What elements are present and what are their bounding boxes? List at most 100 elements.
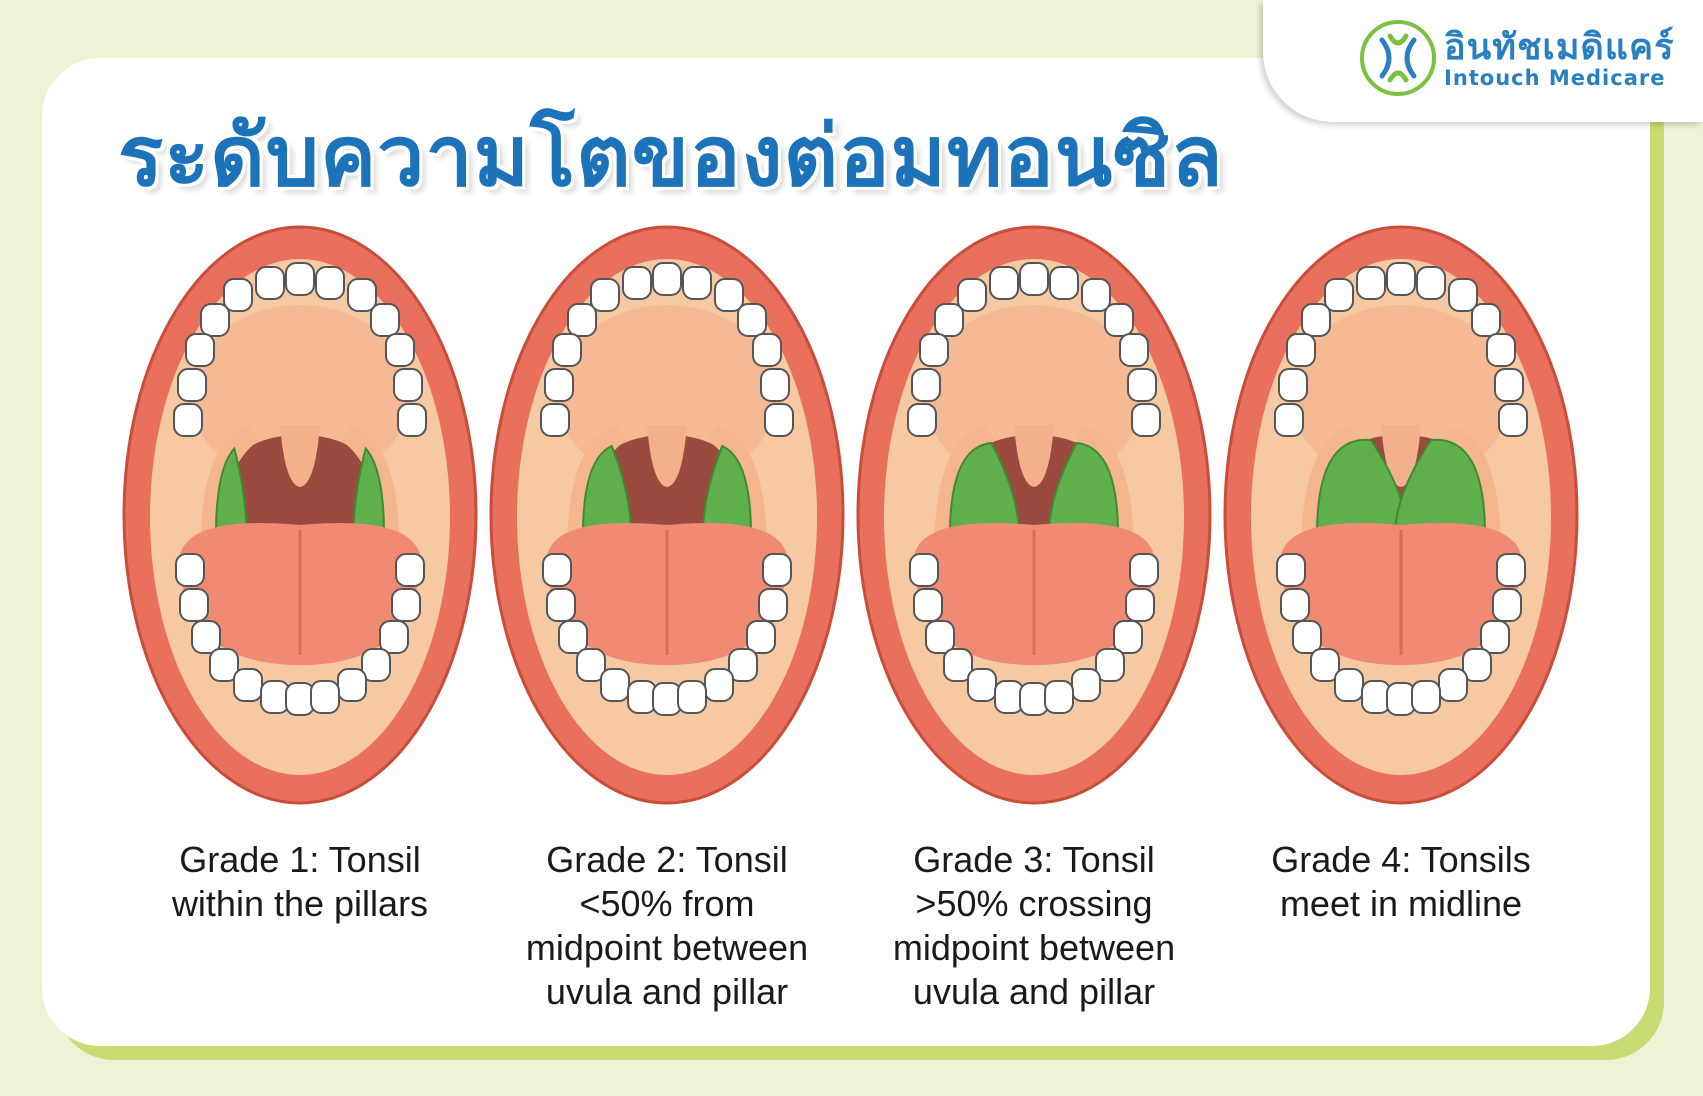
tooth	[1362, 681, 1390, 713]
tooth	[547, 589, 575, 621]
tooth	[761, 369, 789, 401]
tooth	[765, 404, 793, 436]
tooth	[180, 589, 208, 621]
caption-line: midpoint between	[487, 926, 847, 970]
tooth	[1281, 589, 1309, 621]
tooth	[261, 681, 289, 713]
tooth	[1275, 404, 1303, 436]
mouth-diagram-grade-3	[854, 225, 1214, 815]
tooth	[338, 669, 366, 701]
caption-line: Grade 2: Tonsil	[487, 838, 847, 882]
caption-line: uvula and pillar	[487, 970, 847, 1014]
tooth	[371, 304, 399, 336]
tooth	[380, 621, 408, 653]
tooth	[1287, 334, 1315, 366]
tooth	[559, 621, 587, 653]
tooth	[1128, 369, 1156, 401]
tooth	[747, 621, 775, 653]
mouth-illustration	[1221, 225, 1581, 815]
tooth	[1020, 683, 1048, 715]
grade-caption-1: Grade 1: Tonsilwithin the pillars	[120, 838, 480, 926]
tooth	[1387, 263, 1415, 295]
tooth	[935, 304, 963, 336]
tooth	[1412, 681, 1440, 713]
tooth	[591, 279, 619, 311]
tooth	[256, 267, 284, 299]
tooth	[958, 279, 986, 311]
tooth	[914, 589, 942, 621]
tooth	[348, 279, 376, 311]
tooth	[1293, 621, 1321, 653]
mouth-illustration	[854, 225, 1214, 815]
tooth	[1325, 279, 1353, 311]
tooth	[398, 404, 426, 436]
tooth	[396, 554, 424, 586]
tooth	[1120, 334, 1148, 366]
tooth	[316, 267, 344, 299]
tooth	[1387, 683, 1415, 715]
tooth	[1493, 589, 1521, 621]
mouth-diagram-grade-2	[487, 225, 847, 815]
tooth	[1487, 334, 1515, 366]
tooth	[1497, 554, 1525, 586]
tooth	[1130, 554, 1158, 586]
tooth	[541, 404, 569, 436]
tooth	[1045, 681, 1073, 713]
tooth	[286, 683, 314, 715]
tooth	[1114, 621, 1142, 653]
tooth	[678, 681, 706, 713]
caption-line: >50% crossing	[854, 882, 1214, 926]
caption-line: uvula and pillar	[854, 970, 1214, 1014]
tooth	[1449, 279, 1477, 311]
tooth	[653, 263, 681, 295]
caption-line: Grade 4: Tonsils	[1221, 838, 1581, 882]
caption-line: Grade 1: Tonsil	[120, 838, 480, 882]
tooth	[1439, 669, 1467, 701]
tooth	[1499, 404, 1527, 436]
tooth	[1302, 304, 1330, 336]
tooth	[920, 334, 948, 366]
tooth	[715, 279, 743, 311]
tooth	[1132, 404, 1160, 436]
tooth	[623, 267, 651, 299]
tooth	[738, 304, 766, 336]
caption-line: <50% from	[487, 882, 847, 926]
mouth-illustration	[487, 225, 847, 815]
tooth	[1357, 267, 1385, 299]
tooth	[1050, 267, 1078, 299]
tooth	[683, 267, 711, 299]
tooth	[186, 334, 214, 366]
caption-line: midpoint between	[854, 926, 1214, 970]
caption-line: Grade 3: Tonsil	[854, 838, 1214, 882]
mouth-illustration	[120, 225, 480, 815]
tooth	[286, 263, 314, 295]
tooth	[386, 334, 414, 366]
grade-caption-4: Grade 4: Tonsilsmeet in midline	[1221, 838, 1581, 926]
tooth	[1495, 369, 1523, 401]
tooth	[1126, 589, 1154, 621]
mouth-diagram-grade-4	[1221, 225, 1581, 815]
tooth	[553, 334, 581, 366]
tooth	[224, 279, 252, 311]
tooth	[543, 554, 571, 586]
tooth	[1082, 279, 1110, 311]
brand-english-name: Intouch Medicare	[1444, 66, 1665, 90]
tooth	[990, 267, 1018, 299]
tooth	[912, 369, 940, 401]
tooth	[394, 369, 422, 401]
tooth	[926, 621, 954, 653]
tooth	[910, 554, 938, 586]
tooth	[192, 621, 220, 653]
tooth	[968, 669, 996, 701]
tooth	[763, 554, 791, 586]
tooth	[1335, 669, 1363, 701]
tooth	[1472, 304, 1500, 336]
tooth	[1105, 304, 1133, 336]
tooth	[545, 369, 573, 401]
caption-line: meet in midline	[1221, 882, 1581, 926]
page-title: ระดับความโตของต่อมทอนซิล	[118, 88, 1224, 222]
tooth	[995, 681, 1023, 713]
tooth	[1020, 263, 1048, 295]
